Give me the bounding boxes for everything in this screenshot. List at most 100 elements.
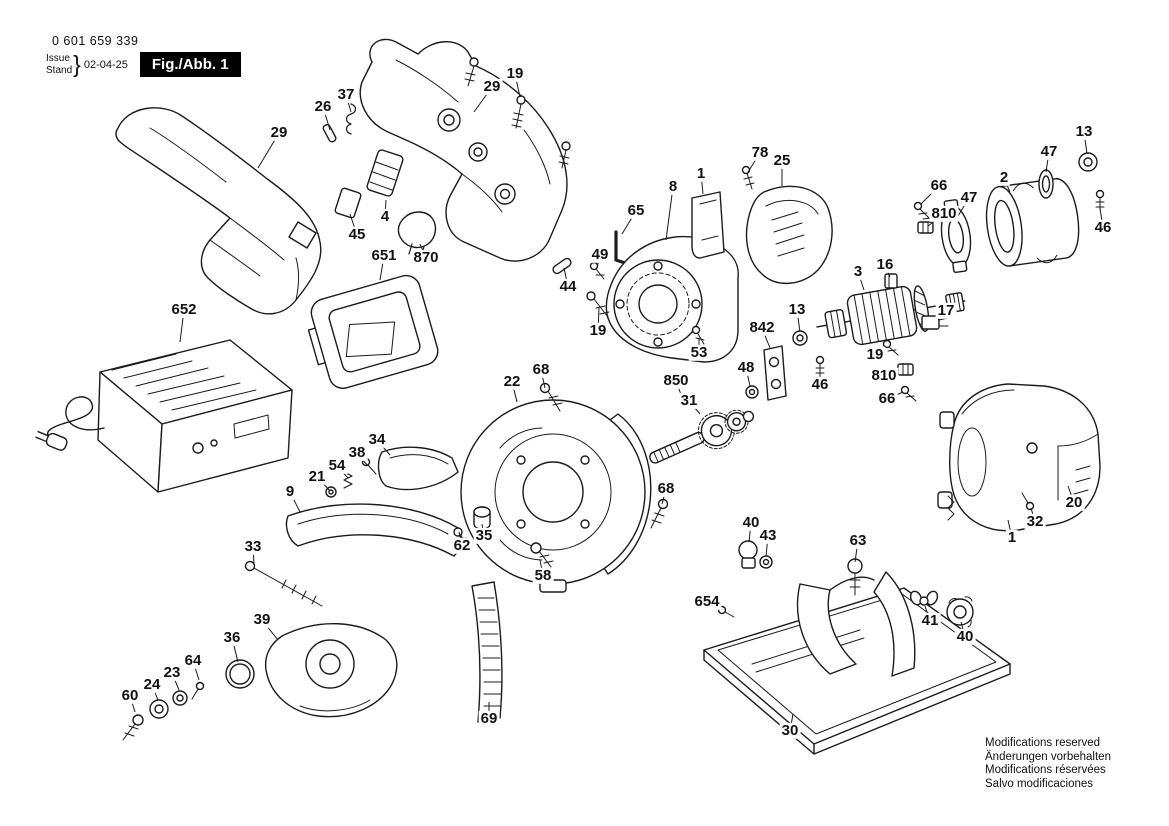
battery-charger	[35, 339, 293, 493]
battery-pack	[307, 274, 439, 389]
motor-cover	[741, 165, 833, 285]
callout-54: 54	[326, 456, 348, 474]
lower-guard-group	[122, 622, 398, 741]
callout-68: 68	[655, 479, 677, 497]
callout-651: 651	[369, 246, 399, 264]
callout-49: 49	[589, 245, 611, 263]
motor-housing-right	[937, 383, 1101, 532]
callout-17: 17	[935, 301, 957, 319]
upper-blade-guard	[460, 399, 652, 593]
callout-47: 47	[958, 188, 980, 206]
callout-33: 33	[242, 537, 264, 555]
field-stator	[985, 177, 1080, 267]
screw-19-top-icon	[464, 57, 571, 169]
callout-19: 19	[864, 345, 886, 363]
callout-29: 29	[481, 77, 503, 95]
callout-652: 652	[169, 300, 199, 318]
callout-62: 62	[451, 536, 473, 554]
long-screw-33	[244, 560, 323, 607]
callout-19: 19	[504, 64, 526, 82]
handle-housing-left	[115, 107, 322, 315]
callout-23: 23	[161, 663, 183, 681]
notice-line: Änderungen vorbehalten	[985, 750, 1111, 763]
leader-line-8	[665, 186, 674, 241]
callout-13: 13	[1073, 122, 1095, 140]
spindle-gear-set	[649, 409, 755, 464]
handle-housing-right	[359, 38, 568, 262]
callout-38: 38	[346, 443, 368, 461]
callout-68: 68	[530, 360, 552, 378]
stand-label: Stand	[46, 64, 73, 76]
callout-65: 65	[625, 201, 647, 219]
callout-13: 13	[786, 300, 808, 318]
callout-66: 66	[876, 389, 898, 407]
issue-stand-labels: Issue Stand	[46, 53, 72, 76]
callout-43: 43	[757, 526, 779, 544]
callout-19: 19	[587, 321, 609, 339]
callout-39: 39	[251, 610, 273, 628]
callout-24: 24	[141, 675, 163, 693]
callout-1: 1	[694, 164, 708, 182]
callout-850: 850	[661, 371, 691, 389]
callout-16: 16	[874, 255, 896, 273]
callout-35: 35	[473, 526, 495, 544]
callout-64: 64	[182, 651, 204, 669]
issue-date: 02-04-25	[83, 58, 128, 71]
title-block: 0 601 659 339 Issue Stand } 02-04-25 Fig…	[46, 34, 241, 78]
callout-842: 842	[747, 318, 777, 336]
callout-25: 25	[771, 151, 793, 169]
notice-line: Modifications reserved	[985, 737, 1101, 749]
callout-40: 40	[740, 513, 762, 531]
callout-41: 41	[919, 611, 941, 629]
callout-21: 21	[306, 467, 328, 485]
switch-and-pin-parts	[322, 103, 437, 257]
callout-46: 46	[809, 375, 831, 393]
callout-40: 40	[954, 627, 976, 645]
callout-44: 44	[557, 277, 579, 295]
callout-26: 26	[312, 97, 334, 115]
callout-48: 48	[735, 358, 757, 376]
callout-22: 22	[501, 372, 523, 390]
callout-1: 1	[1005, 528, 1019, 546]
callout-53: 53	[688, 343, 710, 361]
callout-29: 29	[268, 123, 290, 141]
callout-810: 810	[929, 204, 959, 222]
callout-3: 3	[851, 262, 865, 280]
callout-32: 32	[1024, 512, 1046, 530]
callout-654: 654	[692, 592, 722, 610]
callout-47: 47	[1038, 142, 1060, 160]
callout-810: 810	[869, 366, 899, 384]
callout-4: 4	[378, 207, 392, 225]
callout-870: 870	[411, 248, 441, 266]
callout-20: 20	[1063, 493, 1085, 511]
callout-63: 63	[847, 531, 869, 549]
issue-row: Issue Stand } 02-04-25 Fig./Abb. 1	[46, 51, 241, 78]
brace-glyph: }	[73, 51, 81, 77]
callout-36: 36	[221, 628, 243, 646]
callout-78: 78	[749, 143, 771, 161]
callout-31: 31	[678, 391, 700, 409]
callout-60: 60	[119, 686, 141, 704]
notice-line: Modifications réservées	[985, 764, 1106, 777]
callout-37: 37	[335, 85, 357, 103]
issue-label: Issue	[46, 53, 70, 64]
callout-58: 58	[532, 566, 554, 584]
callout-45: 45	[346, 225, 368, 243]
part-number: 0 601 659 339	[52, 34, 139, 48]
callout-34: 34	[366, 430, 388, 448]
guard-fasteners	[453, 382, 669, 568]
callout-69: 69	[478, 709, 500, 727]
callout-66: 66	[928, 176, 950, 194]
notice-line: Salvo modificaciones	[985, 777, 1094, 790]
bearing-top-right	[1078, 152, 1105, 211]
armature	[816, 285, 966, 346]
figure-label: Fig./Abb. 1	[139, 52, 241, 77]
depth-scale	[471, 581, 503, 723]
callout-9: 9	[283, 482, 297, 500]
bearing-flange-group	[745, 330, 825, 401]
callout-8: 8	[666, 177, 680, 195]
